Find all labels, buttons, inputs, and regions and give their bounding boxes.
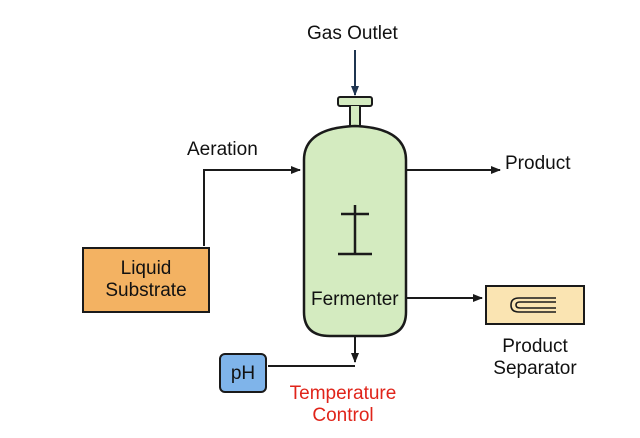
gas-outlet-label: Gas Outlet [307,23,398,44]
aeration-label: Aeration [187,139,258,160]
product-label: Product [505,153,571,174]
liquid-substrate-line2: Substrate [105,280,187,301]
product-separator-text: Product Separator [480,336,590,380]
outlet-nozzle [337,96,373,128]
impeller-icon [338,205,372,256]
product-separator-box[interactable] [485,285,585,325]
product-separator-line1: Product [502,336,568,357]
liquid-substrate-box[interactable] [82,247,210,313]
liquid-substrate-text: Liquid Substrate [83,258,209,302]
temperature-control-line1: Temperature [289,383,397,404]
aeration-line [203,166,301,246]
u-tube-icon [510,297,556,313]
liquid-substrate-line1: Liquid [120,258,172,279]
ph-box[interactable] [219,353,267,393]
temperature-control-text: Temperature Control [288,383,398,427]
fermenter-label: Fermenter [311,289,399,310]
product-separator-line2: Separator [493,358,577,379]
ph-text: pH [230,363,256,384]
temperature-control-line2: Control [312,405,374,426]
